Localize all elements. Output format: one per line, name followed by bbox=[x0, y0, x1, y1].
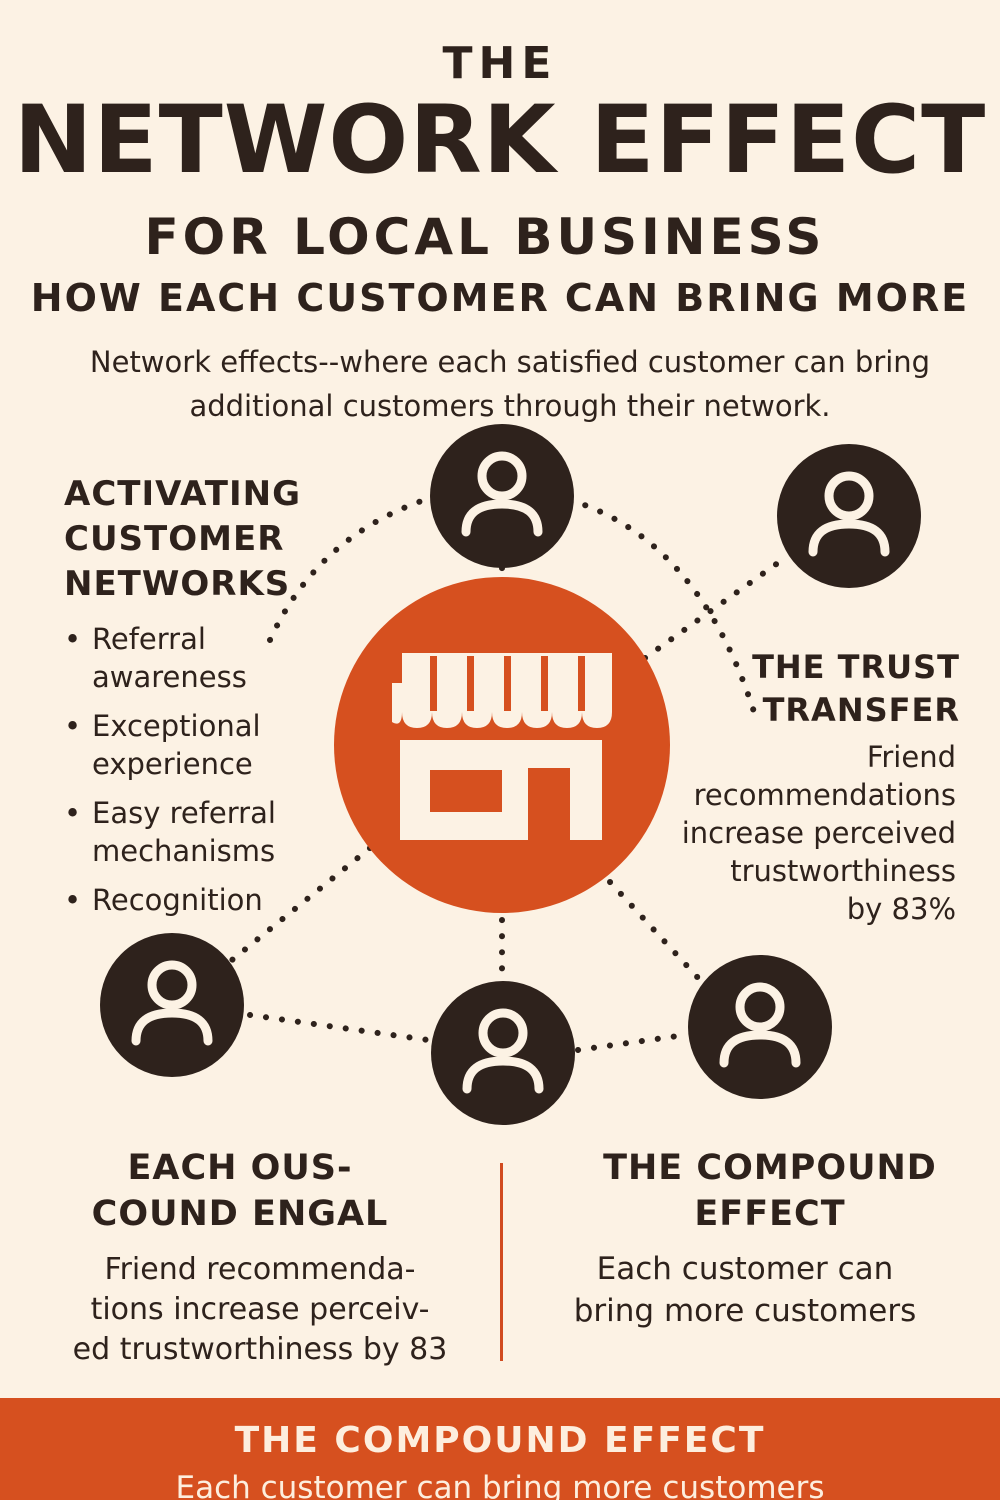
list-item: Easy referral mechanisms bbox=[62, 794, 322, 870]
body-line: tions increase perceiv- bbox=[90, 1292, 430, 1327]
list-item-text: awareness bbox=[92, 660, 247, 694]
body-line: Each customer can bbox=[596, 1251, 894, 1287]
footer-subtitle: Each customer can bring more customers bbox=[175, 1470, 825, 1500]
body-line: recommendations bbox=[693, 778, 956, 812]
customer-node-bottom-left bbox=[100, 933, 244, 1077]
heading-line: CUSTOMER bbox=[64, 519, 285, 559]
intro-line: Network effects--where each satisfied cu… bbox=[89, 345, 931, 379]
connection-center-left-bottom bbox=[229, 845, 373, 963]
footer-title: THE COMPOUND EFFECT bbox=[234, 1420, 766, 1461]
customer-node-top bbox=[430, 424, 574, 568]
list-item-text: Exceptional bbox=[92, 709, 261, 743]
section-divider bbox=[500, 1163, 503, 1361]
body-line: Friend bbox=[866, 740, 956, 774]
connection-arc-top-right bbox=[567, 497, 758, 718]
compound-effect-text: Each customer can bring more customers bbox=[545, 1248, 945, 1332]
bottom-left-heading: EACH OUS- COUND ENGAL bbox=[80, 1145, 400, 1237]
trust-transfer-text: Friend recommendations increase perceive… bbox=[660, 738, 956, 928]
heading-line: THE TRUST bbox=[752, 648, 960, 686]
customer-node-top-right bbox=[777, 444, 921, 588]
connection-lines bbox=[229, 492, 785, 1053]
connection-center-right-bottom bbox=[607, 879, 703, 983]
title-main: NETWORK EFFECT bbox=[13, 86, 987, 195]
list-item-text: mechanisms bbox=[92, 834, 276, 868]
footer-banner: THE COMPOUND EFFECT Each customer can br… bbox=[0, 1398, 1000, 1500]
body-line: ed trustworthiness by 83 bbox=[72, 1332, 448, 1367]
list-item: Referral awareness bbox=[62, 620, 322, 696]
intro-text: Network effects--where each satisfied cu… bbox=[60, 340, 960, 428]
heading-line: ACTIVATING bbox=[64, 474, 301, 514]
title-tagline: HOW EACH CUSTOMER CAN BRING MORE bbox=[30, 276, 970, 320]
heading-line: COUND ENGAL bbox=[91, 1194, 389, 1234]
heading-line: NETWORKS bbox=[64, 564, 291, 604]
compound-effect-heading: THE COMPOUND EFFECT bbox=[570, 1145, 970, 1237]
activation-list: Referral awareness Exceptional experienc… bbox=[62, 620, 322, 930]
heading-line: TRANSFER bbox=[762, 691, 960, 729]
intro-line: additional customers through their netwo… bbox=[189, 389, 831, 423]
list-item: Exceptional experience bbox=[62, 707, 322, 783]
list-item-text: Easy referral bbox=[92, 796, 276, 830]
business-hub bbox=[334, 577, 670, 913]
connection-bottom-right bbox=[575, 1032, 688, 1053]
heading-line: EFFECT bbox=[694, 1194, 846, 1234]
list-item-text: Referral bbox=[92, 622, 206, 656]
body-line: trustworthiness bbox=[730, 854, 956, 888]
list-item-text: experience bbox=[92, 747, 253, 781]
bottom-left-text: Friend recommenda- tions increase percei… bbox=[60, 1250, 460, 1370]
body-line: by 83% bbox=[846, 892, 956, 926]
heading-line: THE COMPOUND bbox=[603, 1148, 937, 1188]
title-line-the: THE bbox=[442, 38, 558, 89]
body-line: increase perceived bbox=[681, 816, 956, 850]
connection-arc-left-top bbox=[267, 492, 443, 643]
body-line: Friend recommenda- bbox=[104, 1252, 416, 1287]
list-item-text: Recognition bbox=[92, 883, 263, 917]
title-subtitle: FOR LOCAL BUSINESS bbox=[144, 208, 826, 266]
activating-networks-heading: ACTIVATING CUSTOMER NETWORKS bbox=[64, 472, 324, 607]
trust-transfer-heading: THE TRUST TRANSFER bbox=[730, 646, 960, 732]
connection-bottom-left bbox=[247, 1012, 431, 1043]
body-line: bring more customers bbox=[573, 1293, 917, 1329]
customer-node-bottom-center bbox=[431, 981, 575, 1125]
list-item: Recognition bbox=[62, 881, 322, 919]
customer-node-bottom-right bbox=[688, 955, 832, 1099]
heading-line: EACH OUS- bbox=[127, 1148, 353, 1188]
connection-center-right-top bbox=[642, 557, 785, 661]
